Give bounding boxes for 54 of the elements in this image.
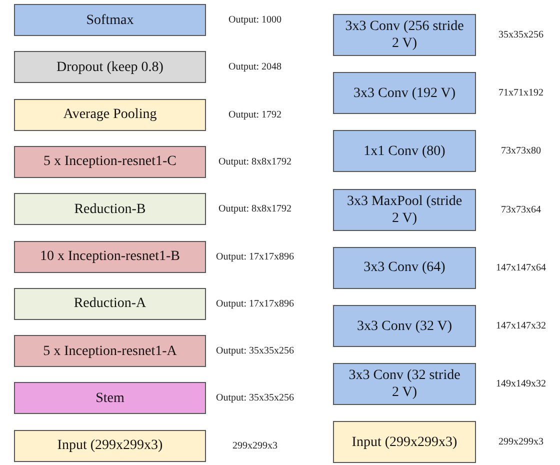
output-size: 299x299x3 — [232, 440, 278, 452]
output-size: 71x71x192 — [498, 88, 544, 99]
layer-name: Reduction-B — [74, 200, 146, 218]
layer-box — [14, 382, 206, 414]
layer-box — [14, 98, 206, 131]
layer-name: Dropout (keep 0.8) — [56, 58, 164, 76]
layer-box — [14, 193, 206, 226]
layer-name: 10 x Inception-resnet1-B — [40, 248, 180, 265]
layer-box — [333, 421, 476, 464]
layer-box — [333, 14, 476, 56]
output-size: 147x147x32 — [496, 320, 546, 332]
layer-box — [14, 430, 206, 462]
layer-box — [14, 335, 206, 368]
layer-box — [333, 130, 476, 172]
output-size: 299x299x3 — [498, 436, 544, 448]
layer-name: 3x3 Conv (32 stride 2 V) — [348, 367, 462, 402]
layer-name: Average Pooling — [63, 106, 157, 124]
layer-box — [333, 246, 476, 289]
layer-name: 3x3 Conv (192 V) — [353, 84, 456, 102]
layer-name: 3x3 MaxPool (stride 2 V) — [346, 192, 464, 227]
layer-name: Input (299x299x3) — [352, 434, 458, 451]
output-size: Output: 8x8x1792 — [218, 204, 292, 215]
layer-name: 5 x Inception-resnet1-C — [44, 153, 176, 170]
output-size: Output: 1792 — [228, 109, 282, 120]
output-size: 147x147x64 — [496, 262, 546, 274]
output-size: 149x149x32 — [496, 378, 546, 390]
output-size: 73x73x80 — [501, 146, 541, 157]
output-size: Output: 17x17x896 — [216, 298, 294, 310]
layer-box — [14, 288, 206, 320]
layer-name: 1x1 Conv (80) — [364, 142, 446, 160]
layer-name: Input (299x299x3) — [57, 437, 163, 454]
layer-box — [333, 363, 476, 406]
layer-box — [333, 305, 476, 347]
output-size: Output: 17x17x896 — [216, 251, 294, 262]
layer-name: 3x3 Conv (256 stride 2 V) — [344, 18, 464, 52]
layer-box — [14, 240, 206, 272]
output-size: Output: 8x8x1792 — [218, 156, 292, 168]
layer-name: 5 x Inception-resnet1-A — [43, 342, 177, 360]
output-size: 35x35x256 — [498, 30, 544, 40]
layer-name: Reduction-A — [74, 295, 146, 312]
layer-box — [333, 72, 476, 114]
output-size: Output: 1000 — [228, 14, 282, 26]
output-size: Output: 35x35x256 — [216, 392, 294, 404]
output-size: Output: 2048 — [228, 62, 282, 73]
output-size: 73x73x64 — [501, 204, 541, 216]
layer-box — [14, 146, 206, 178]
layer-name: Stem — [96, 390, 124, 407]
layer-box — [14, 51, 206, 84]
output-size: Output: 35x35x256 — [216, 346, 294, 357]
layer-box — [14, 4, 206, 36]
layer-box — [333, 188, 476, 231]
layer-name: 3x3 Conv (32 V) — [356, 318, 452, 334]
layer-name: Softmax — [86, 12, 134, 28]
layer-name: 3x3 Conv (64) — [364, 259, 446, 276]
